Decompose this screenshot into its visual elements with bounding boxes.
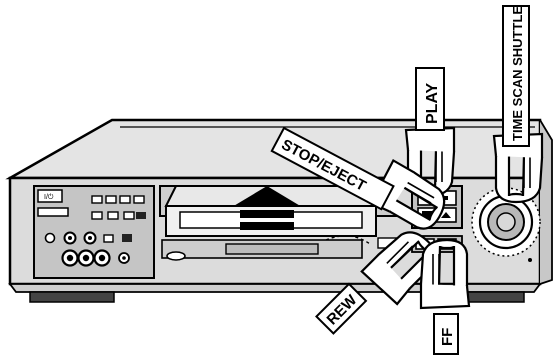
panel-button[interactable]: [37, 207, 69, 217]
svg-text:I/⏻: I/⏻: [44, 193, 54, 201]
foot-left: [29, 291, 115, 303]
ff-label: FF: [439, 328, 456, 346]
play-label: PLAY: [424, 82, 441, 124]
ff-label-box: FF: [433, 313, 459, 355]
time-scan-shuttle-label: TIME SCAN SHUTTLE: [510, 6, 525, 141]
power-button[interactable]: [37, 189, 63, 203]
shuttle-dial[interactable]: [471, 187, 541, 262]
small-buttons-row-1[interactable]: [91, 195, 145, 204]
eject-icon: [441, 212, 451, 218]
time-scan-shuttle-label-box: TIME SCAN SHUTTLE: [502, 5, 530, 147]
left-control-panel: I/⏻: [33, 185, 155, 279]
display-window: [225, 243, 319, 255]
small-buttons-row-2[interactable]: [91, 211, 146, 220]
av-input-jacks: [61, 249, 130, 267]
eject-arrow-icon: [232, 186, 302, 230]
play-label-box: PLAY: [415, 67, 445, 131]
small-jacks-row: [44, 231, 132, 245]
